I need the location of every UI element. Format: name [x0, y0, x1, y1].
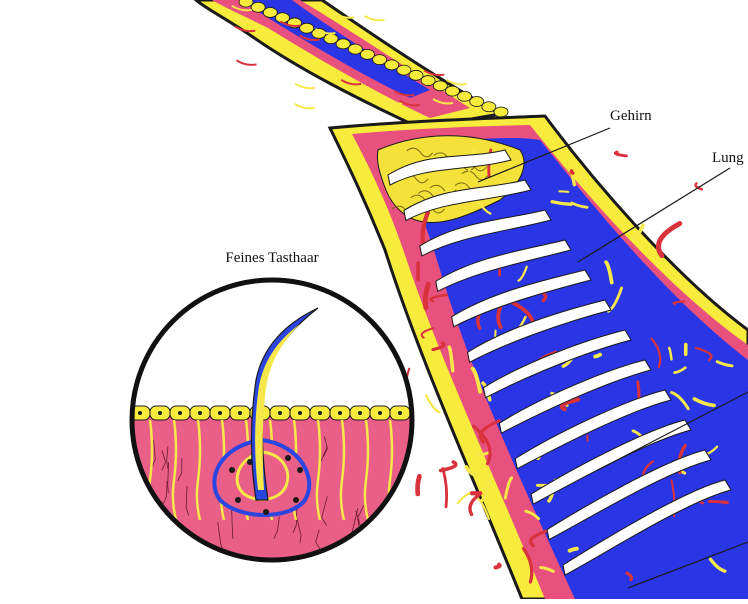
follicle-dot — [297, 467, 303, 473]
epidermal-cell — [494, 107, 508, 117]
follicle-dot — [229, 467, 235, 473]
cell-nucleus — [378, 411, 382, 415]
epidermal-cell — [421, 76, 435, 86]
vessel-branch — [236, 60, 256, 64]
blood-vessel — [709, 501, 727, 502]
follicle-dot — [263, 509, 269, 515]
epidermal-cell — [433, 81, 447, 91]
cell-nucleus — [398, 411, 402, 415]
epidermal-cell — [470, 97, 484, 107]
cell-nucleus — [218, 411, 222, 415]
blood-vessel — [496, 565, 500, 568]
label-lung: Lung — [712, 150, 744, 166]
epidermal-cell — [336, 39, 350, 49]
label-inset-title: Feines Tasthaar — [225, 250, 318, 266]
vessel-branch — [295, 84, 315, 89]
epidermal-cell — [482, 102, 496, 112]
inset-epidermis-cells — [130, 406, 430, 420]
epidermal-cell — [360, 49, 374, 59]
label-brain: Gehirn — [610, 108, 652, 124]
cell-nucleus — [318, 411, 322, 415]
follicle-dot — [293, 497, 299, 503]
epidermal-cell — [251, 2, 265, 12]
blood-vessel — [470, 494, 480, 515]
capillary — [369, 539, 370, 564]
cell-nucleus — [238, 411, 242, 415]
epidermal-cell — [239, 0, 253, 7]
cell-nucleus — [418, 411, 422, 415]
epidermal-cell — [263, 7, 277, 17]
cell-nucleus — [178, 411, 182, 415]
vessel-branch — [295, 104, 315, 109]
follicle-dot — [285, 455, 291, 461]
capillary — [149, 519, 153, 546]
epidermal-cell — [385, 60, 399, 70]
cell-nucleus — [338, 411, 342, 415]
nerve-branch — [426, 396, 439, 412]
capillary — [372, 522, 376, 547]
epidermal-cell — [324, 34, 338, 44]
cell-nucleus — [138, 411, 142, 415]
blood-vessel — [658, 224, 679, 256]
capillary — [149, 524, 158, 548]
capillary — [377, 512, 382, 544]
upper-segment — [196, 0, 508, 128]
epidermal-cell — [300, 23, 314, 33]
blood-vessel — [615, 152, 626, 156]
cell-nucleus — [278, 411, 282, 415]
blood-vessel — [571, 171, 573, 173]
epidermal-cell — [458, 91, 472, 101]
epidermal-cell — [397, 65, 411, 75]
blood-vessel — [418, 476, 420, 494]
epidermal-cell — [348, 44, 362, 54]
blood-vessel — [425, 284, 428, 308]
capillary — [395, 501, 405, 528]
inset-hair-detail — [120, 280, 430, 566]
cell-nucleus — [198, 411, 202, 415]
follicle-dot — [235, 497, 241, 503]
cell-nucleus — [158, 411, 162, 415]
epidermal-cell — [409, 70, 423, 80]
blood-vessel — [443, 469, 447, 507]
epidermal-cell — [373, 55, 387, 65]
nerve-branch — [570, 549, 577, 551]
epidermal-cell — [275, 13, 289, 23]
cell-nucleus — [358, 411, 362, 415]
epidermal-cell — [445, 86, 459, 96]
cell-nucleus — [298, 411, 302, 415]
vessel-branch — [364, 16, 384, 20]
nerve-branch — [595, 355, 600, 357]
nerve-branch — [559, 191, 568, 192]
